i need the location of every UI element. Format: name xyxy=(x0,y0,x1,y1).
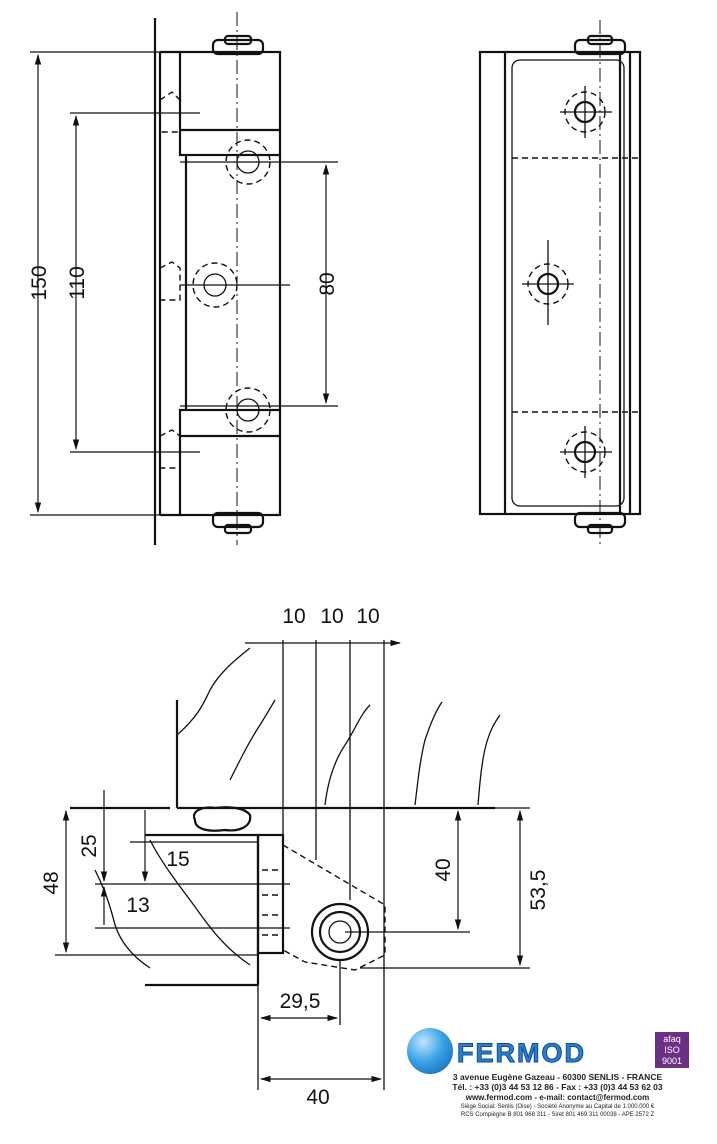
company-address: 3 avenue Eugène Gazeau - 60300 SENLIS - … xyxy=(452,1072,663,1082)
plan-view: 10 10 10 48 25 15 13 40 53,5 29,5 40 xyxy=(40,605,550,1109)
dim-10c-label: 10 xyxy=(356,605,379,628)
globe-icon xyxy=(407,1028,453,1074)
company-legal-2: RCS Compiègne B 801 968 311 - Siret 801 … xyxy=(460,1112,655,1118)
cert-top: afaq xyxy=(663,1034,681,1044)
dim-10a-label: 10 xyxy=(282,605,305,628)
dim-48-label: 48 xyxy=(40,871,63,894)
dim-110-label: 110 xyxy=(66,266,89,299)
fermod-logo-block: FERMOD afaq ISO 9001 gwm 3 avenue Eugène… xyxy=(405,1026,710,1138)
dim-150-label: 150 xyxy=(28,265,51,300)
dim-53-5-label: 53,5 xyxy=(527,870,550,911)
company-phone: Tél. : +33 (0)3 44 53 12 86 - Fax : +33 … xyxy=(452,1082,663,1092)
company-legal-1: Siège Social: Senlis (Oise) - Société An… xyxy=(460,1104,655,1110)
dim-10b-label: 10 xyxy=(320,605,343,628)
front-view: 150 110 80 xyxy=(28,12,339,545)
dim-25-label: 25 xyxy=(78,834,101,857)
brand-name: FERMOD xyxy=(457,1038,586,1069)
dim-13-label: 13 xyxy=(126,894,149,917)
cert-bottom: gwm xyxy=(662,1067,682,1077)
dim-80-label: 80 xyxy=(316,272,339,295)
dim-40v-label: 40 xyxy=(432,858,455,881)
dim-29-5-label: 29,5 xyxy=(280,990,321,1013)
dim-40h-label: 40 xyxy=(306,1086,329,1109)
company-web: www.fermod.com - e-mail: contact@fermod.… xyxy=(465,1093,650,1102)
cert-mid: ISO 9001 xyxy=(661,1045,683,1066)
dim-15-label: 15 xyxy=(166,848,189,871)
certification-badge: afaq ISO 9001 gwm xyxy=(655,1032,689,1077)
side-view xyxy=(478,20,642,545)
